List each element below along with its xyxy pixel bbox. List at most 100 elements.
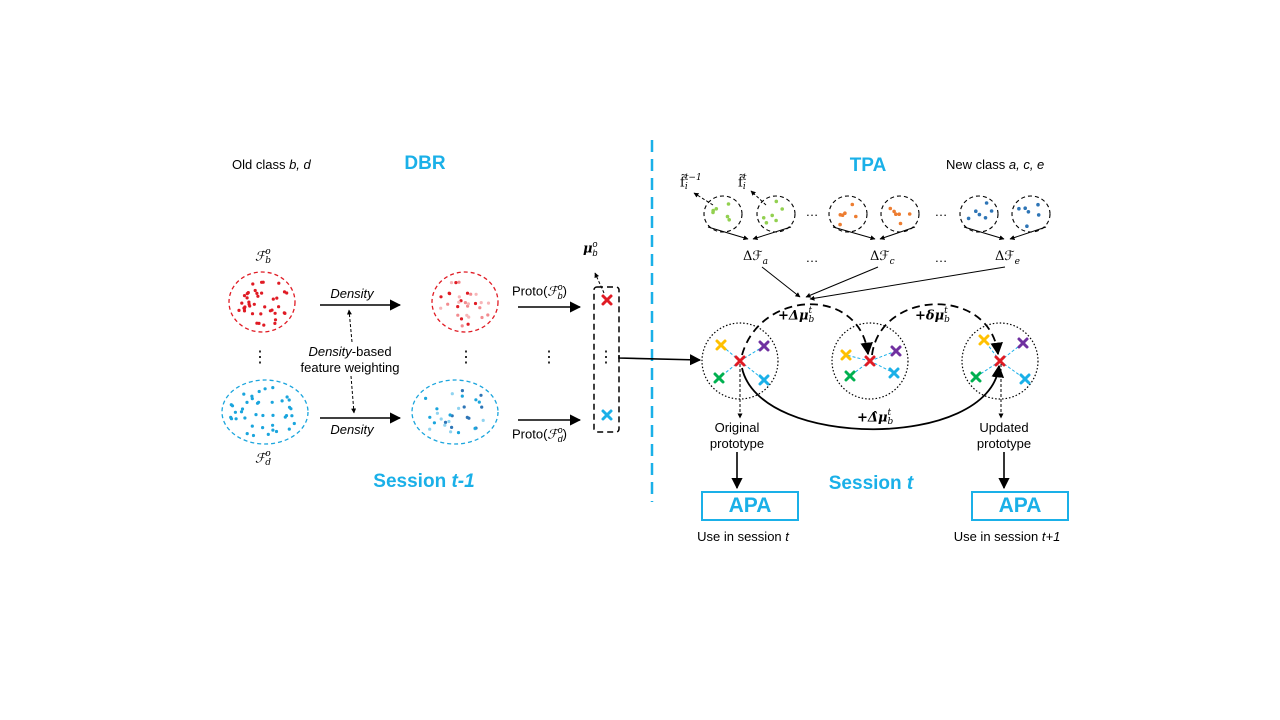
feature-point xyxy=(447,419,451,424)
class-cross-icon xyxy=(840,349,852,361)
feature-point xyxy=(473,301,478,306)
cluster-d-original xyxy=(221,379,309,445)
feature-point xyxy=(989,209,994,213)
class-cross-icon xyxy=(715,339,727,351)
prototype-link xyxy=(845,354,871,362)
delta-f-e: Δℱe xyxy=(995,249,1020,267)
feature-point xyxy=(240,301,244,305)
feature-point xyxy=(271,423,275,427)
dots-mid-1: … xyxy=(805,250,819,265)
feature-point xyxy=(714,207,719,211)
feature-point xyxy=(460,389,464,393)
feature-point xyxy=(229,415,233,419)
feature-point xyxy=(481,418,485,422)
feature-point xyxy=(466,322,470,326)
feature-point xyxy=(726,202,731,206)
cluster-b-weighted xyxy=(431,271,499,333)
feature-point xyxy=(477,400,481,404)
feature-point xyxy=(966,216,971,221)
feature-point xyxy=(457,300,461,304)
feature-point xyxy=(780,207,784,211)
feature-point xyxy=(462,405,466,409)
feature-point xyxy=(888,206,893,211)
feature-point xyxy=(449,430,453,434)
feature-point xyxy=(280,399,284,403)
feature-point xyxy=(764,221,769,225)
feature-point xyxy=(974,209,978,213)
feature-point xyxy=(435,407,439,411)
weighting-label-line1: Density-based xyxy=(308,344,392,359)
feature-point xyxy=(457,280,461,284)
delta-f-c: Δℱc xyxy=(870,249,895,267)
cluster-b-original xyxy=(228,271,296,333)
feature-point xyxy=(251,433,256,438)
feature-point xyxy=(233,410,237,414)
new-class-points xyxy=(711,199,1041,228)
feature-point xyxy=(424,396,428,400)
prototype-cross-icon xyxy=(734,355,746,367)
feature-point xyxy=(243,416,247,420)
class-cross-icon xyxy=(1017,337,1029,349)
feature-point xyxy=(850,202,855,207)
feature-point xyxy=(245,296,249,300)
class-cross-icon xyxy=(758,374,770,386)
feature-point xyxy=(271,413,275,417)
feature-point xyxy=(246,291,250,295)
feature-point xyxy=(435,411,439,415)
prototype-cross-icon xyxy=(994,355,1006,367)
prototype-d-cross-icon xyxy=(601,409,613,421)
original-prototype-crosses xyxy=(713,339,770,386)
feature-point xyxy=(250,394,254,398)
session-cur-label: Session t xyxy=(828,473,914,494)
container-to-prototype-arrow xyxy=(618,354,702,366)
feature-point xyxy=(456,305,460,309)
feature-point xyxy=(273,311,277,315)
prototype-container xyxy=(593,286,620,433)
feature-point xyxy=(711,210,715,215)
feature-point xyxy=(473,426,477,430)
feature-point xyxy=(259,312,263,316)
cluster-d-weighted-points xyxy=(424,389,485,435)
dots-top-2: … xyxy=(934,204,948,219)
feature-point xyxy=(239,410,244,414)
feature-point xyxy=(250,397,254,401)
feature-point xyxy=(428,415,432,419)
feature-point xyxy=(439,417,443,421)
new-class-clusters xyxy=(703,195,1051,233)
f-prev-arrow xyxy=(693,192,714,206)
feature-point xyxy=(271,428,275,432)
feature-point xyxy=(270,400,274,404)
feature-point xyxy=(486,313,490,317)
feature-point xyxy=(443,420,448,424)
feature-point xyxy=(263,305,267,309)
weighting-arrow-up xyxy=(346,309,353,343)
feature-point xyxy=(450,392,454,396)
weighting-label-line2: feature weighting xyxy=(300,360,400,375)
feature-point xyxy=(253,288,257,293)
use-session-t1-label: Use in session t+1 xyxy=(953,529,1061,544)
use-session-t-label: Use in session t xyxy=(697,529,789,544)
hat-delta-mu-arc xyxy=(741,364,1005,431)
density-label-top: Density xyxy=(330,286,374,301)
feature-point xyxy=(774,218,778,223)
feature-point xyxy=(290,414,294,418)
feature-point xyxy=(449,281,454,285)
feature-point xyxy=(283,311,287,315)
feature-point xyxy=(480,405,484,409)
feature-point xyxy=(454,281,458,285)
feature-point xyxy=(725,214,730,219)
feature-point xyxy=(245,432,249,436)
feature-point xyxy=(469,292,473,296)
feature-point xyxy=(271,386,275,390)
feature-point xyxy=(907,212,912,216)
feature-point xyxy=(242,309,247,313)
feature-point xyxy=(257,389,261,394)
feature-point xyxy=(275,296,279,300)
feature-point xyxy=(977,212,982,217)
